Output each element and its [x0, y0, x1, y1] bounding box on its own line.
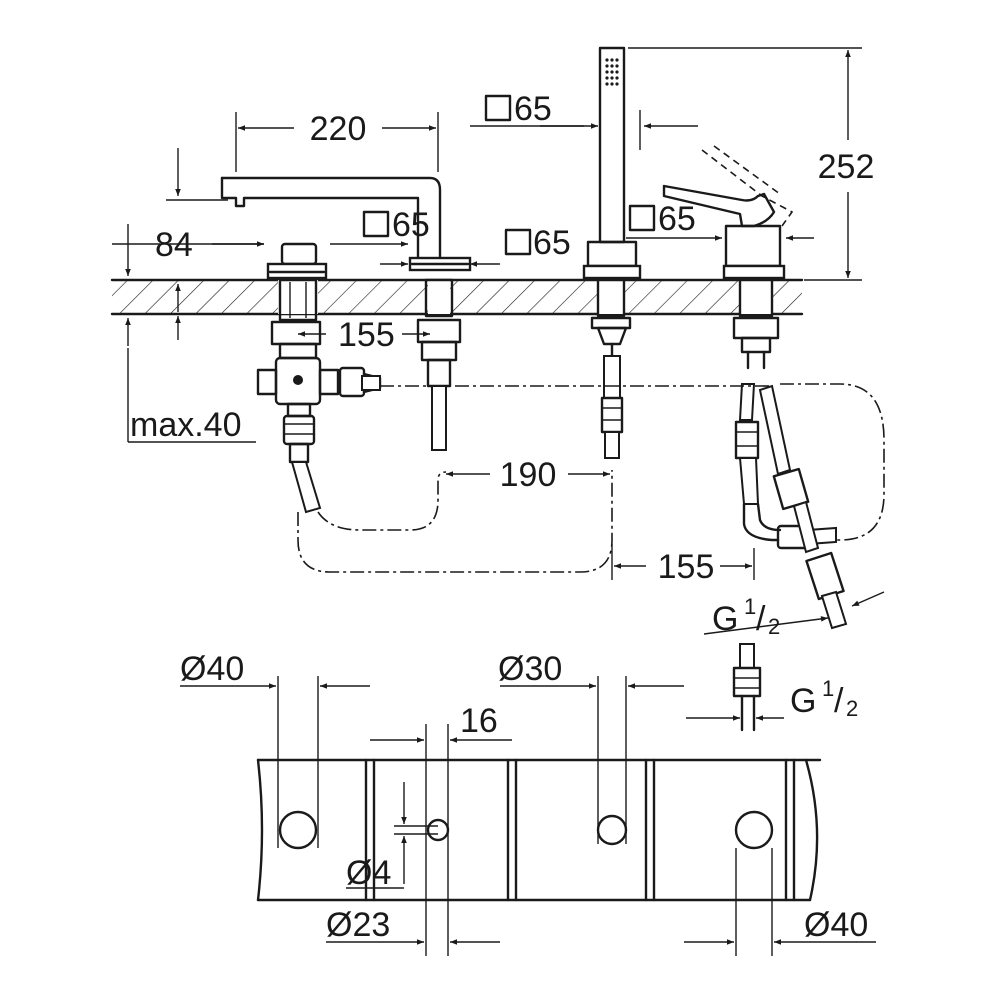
label-dia30: Ø30	[498, 650, 562, 688]
label-thread-g-bottom: G	[790, 682, 816, 720]
label-220: 220	[310, 110, 367, 148]
hand-shower	[582, 46, 642, 459]
bath-spout	[220, 176, 472, 451]
label-dia4: Ø4	[346, 854, 391, 892]
label-thread-slash: /	[756, 600, 766, 638]
label-sq65-b: 65	[533, 224, 571, 262]
dimension-hole-middle: Ø30	[498, 650, 684, 689]
dimension-pin-diameter: Ø4	[346, 782, 438, 892]
dimension-overall-height: 252	[628, 47, 875, 281]
label-sq65-c: 65	[514, 90, 552, 128]
hole-middle	[596, 814, 628, 846]
hole-pin	[426, 818, 450, 842]
dimension-square-lever: 65	[626, 200, 814, 241]
hole-right	[734, 810, 774, 850]
dimension-deck-thickness: max.40	[112, 284, 256, 444]
label-thread-num-bottom: 1	[822, 676, 834, 701]
thread-connector: G 1 / 2	[686, 643, 858, 732]
dimension-square-center: 65	[470, 224, 571, 267]
spray-face-icon	[605, 58, 619, 86]
label-thread-num: 1	[744, 594, 756, 619]
label-sq65-a: 65	[392, 206, 430, 244]
label-155-right: 155	[658, 548, 715, 586]
label-252: 252	[818, 148, 875, 186]
dimension-square-spout: 65	[330, 206, 430, 267]
dimension-square-handshower: 65	[470, 90, 698, 150]
deck-section	[110, 278, 804, 316]
mixer-lever	[662, 145, 848, 630]
label-155-left: 155	[338, 316, 395, 354]
label-dia40-right: Ø40	[804, 906, 868, 944]
label-thread-g: G	[712, 600, 738, 638]
label-max40: max.40	[130, 406, 242, 444]
label-dia40-left: Ø40	[180, 650, 244, 688]
diverter-valve	[256, 242, 382, 514]
plan-view	[256, 676, 822, 956]
dimension-hole-left: Ø40	[180, 650, 370, 689]
label-thread-den-bottom: 2	[846, 696, 858, 721]
dimension-pin-hole: Ø23	[326, 906, 500, 945]
label-16: 16	[460, 702, 498, 740]
label-84: 84	[155, 226, 193, 264]
label-thread-slash-bottom: /	[834, 682, 844, 720]
dimension-spout-outlet	[166, 148, 228, 201]
label-190: 190	[500, 456, 557, 494]
dimension-spout-reach: 220	[235, 110, 439, 172]
hole-left	[278, 810, 318, 850]
dimension-spout-height: 84	[112, 224, 264, 346]
dimension-pin-width: 16	[370, 702, 512, 743]
dimension-spacing-left: 155	[298, 316, 430, 354]
dimension-spacing-middle: 190	[446, 456, 610, 494]
label-sq65-d: 65	[658, 200, 696, 238]
dimension-thread-side: G 1 / 2	[703, 591, 885, 639]
label-dia23: Ø23	[326, 906, 390, 944]
dimension-spacing-right: 155	[611, 544, 755, 586]
dimension-hole-right: Ø40	[684, 906, 876, 945]
label-thread-den: 2	[768, 614, 780, 639]
